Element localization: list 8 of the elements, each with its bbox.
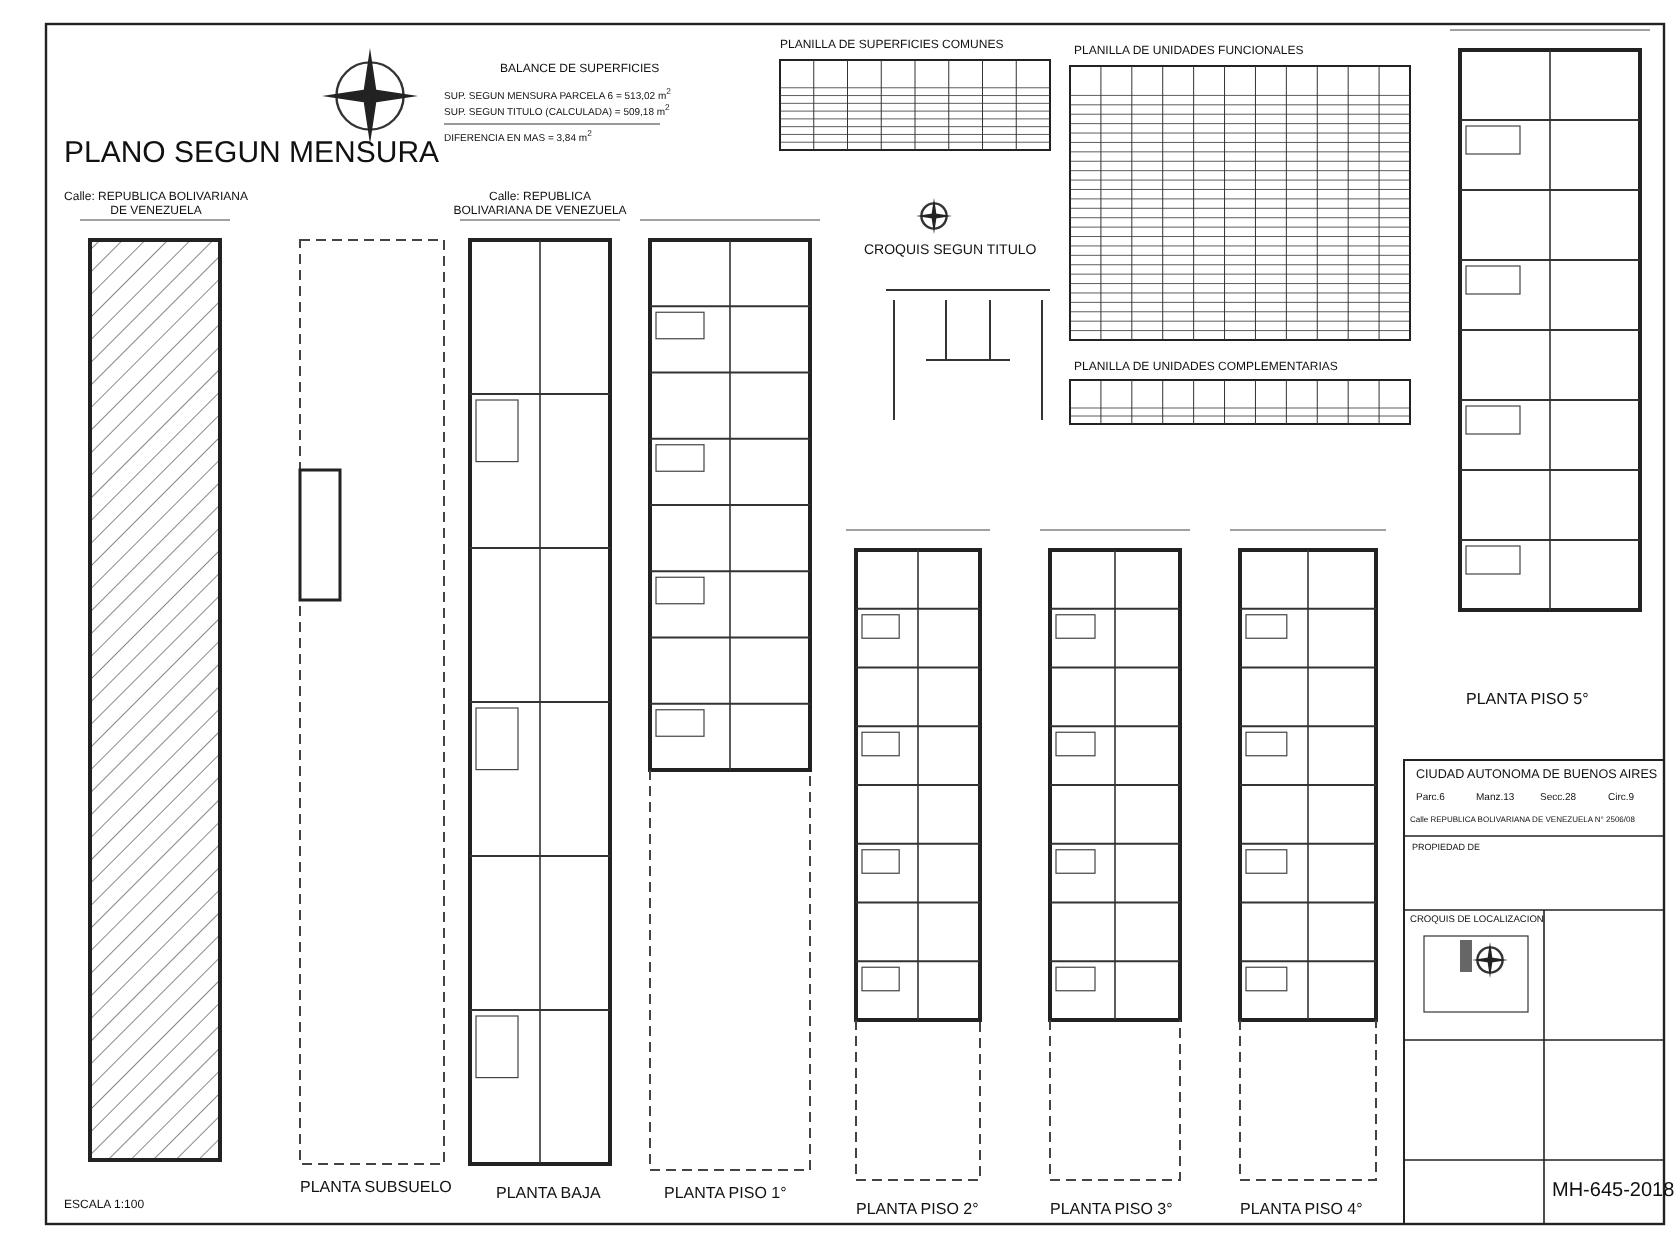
floor-caption: PLANTA PISO 1° — [664, 1184, 787, 1203]
plan-title: PLANO SEGUN MENSURA — [64, 136, 440, 171]
floor-caption: PLANTA PISO 2° — [856, 1200, 979, 1219]
floor-caption: PLANTA BAJA — [496, 1184, 601, 1203]
floor-caption: PLANTA SUBSUELO — [300, 1178, 452, 1197]
floor-caption: PLANTA PISO 4° — [1240, 1200, 1363, 1219]
floor-caption: PLANTA PISO 3° — [1050, 1200, 1173, 1219]
floor-caption: PLANTA PISO 5° — [1466, 690, 1589, 709]
